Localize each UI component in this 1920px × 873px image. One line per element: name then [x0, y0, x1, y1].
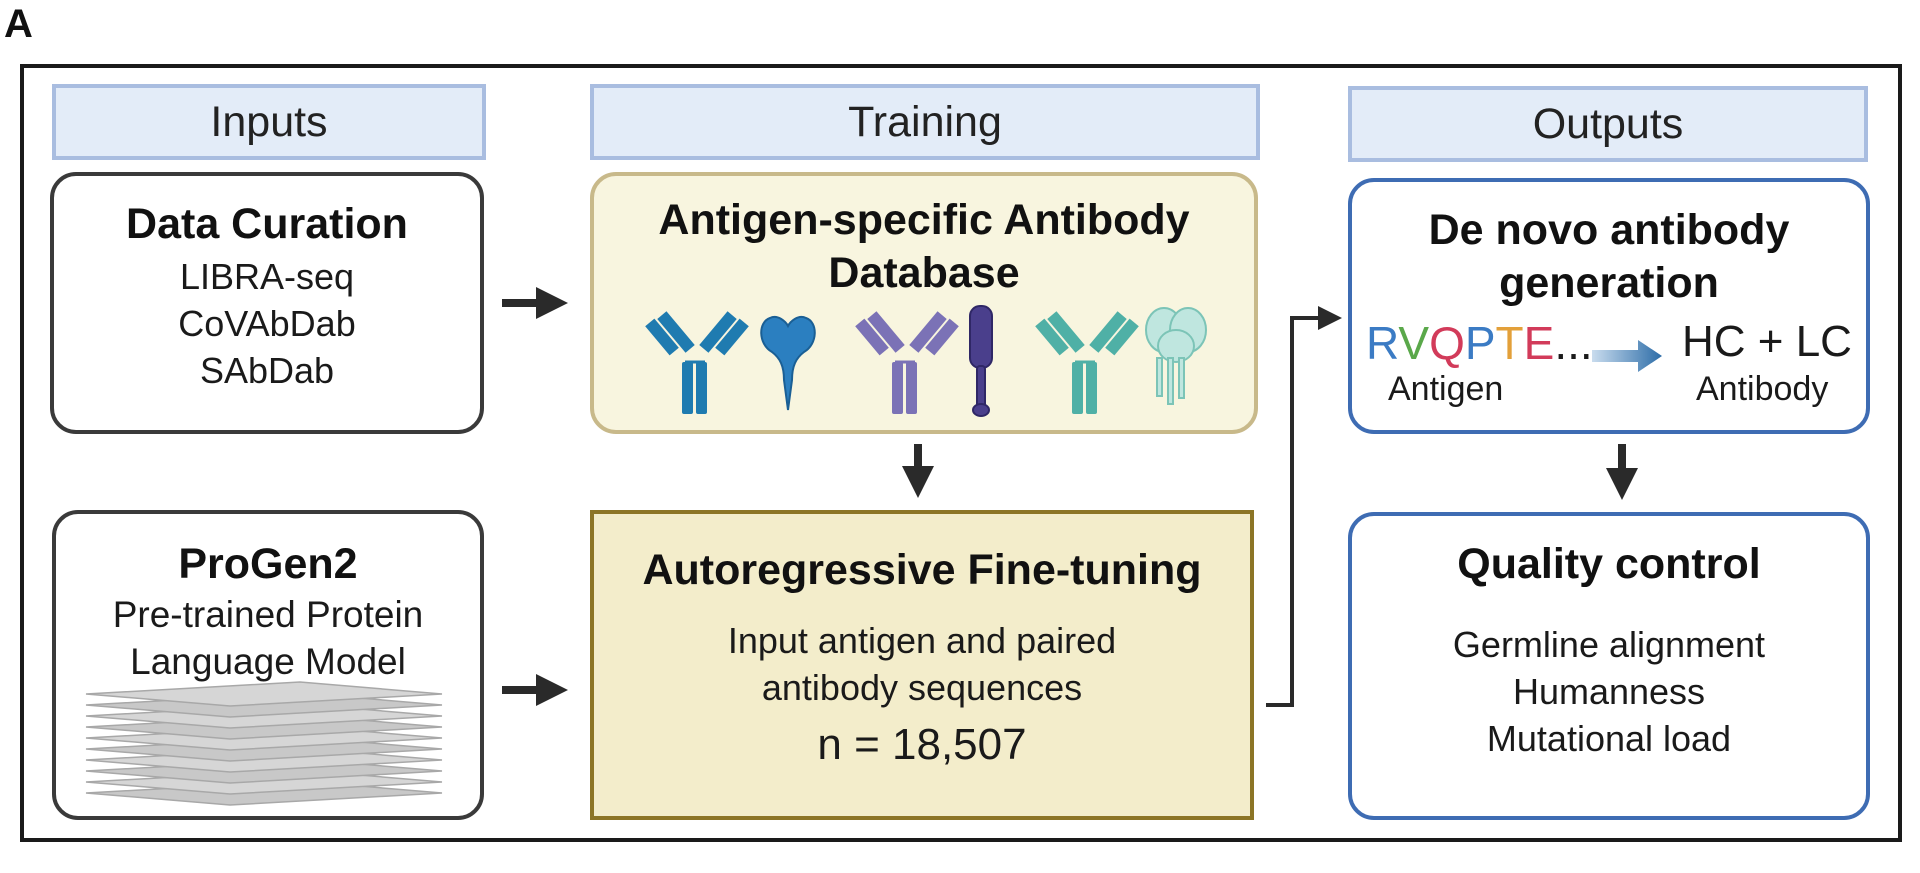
antigen-icon-blue [760, 316, 816, 411]
antibody-icon-teal [1035, 311, 1139, 414]
data-source-sabdab: SAbDab [199, 350, 335, 391]
model-layer [85, 681, 443, 707]
antigen-database-title-2: Database [828, 249, 1020, 297]
progen-line2: Language Model [130, 641, 406, 682]
progen-title: ProGen2 [178, 540, 358, 588]
antigen-sequence: RVQPTE... [1366, 316, 1593, 370]
training-header: Training [590, 84, 1260, 160]
denovo-title-1: De novo antibody [1428, 206, 1790, 254]
sequence-residue: T [1495, 317, 1524, 369]
outputs-header: Outputs [1348, 86, 1868, 162]
qc-germline: Germline alignment [1452, 624, 1766, 665]
antibody-label: Antibody [1696, 370, 1829, 408]
antigen-icon-teal [1145, 307, 1207, 405]
antibody-icon-blue [645, 311, 749, 414]
quality-control-box: Quality control Germline alignment Human… [1348, 512, 1870, 820]
diagram-frame [20, 64, 1902, 842]
panel-label: A [4, 2, 33, 46]
dataset-count: n = 18,507 [817, 720, 1027, 769]
progen-line1: Pre-trained Protein [112, 594, 424, 635]
data-curation-box: Data Curation LIBRA-seq CoVAbDab SAbDab [50, 172, 484, 434]
sequence-residue: P [1464, 317, 1496, 369]
sequence-residue: E [1523, 317, 1555, 369]
data-source-libra: LIBRA-seq [179, 256, 355, 297]
finetuning-title: Autoregressive Fine-tuning [642, 546, 1202, 594]
model-layers-icon [85, 681, 443, 806]
antigen-icon-purple [969, 305, 993, 417]
antigen-label: Antigen [1388, 370, 1504, 408]
denovo-title-2: generation [1499, 259, 1719, 307]
qc-mutational-load: Mutational load [1486, 718, 1732, 759]
sequence-residue: Q [1429, 317, 1465, 369]
data-source-covabdab: CoVAbDab [178, 303, 356, 344]
finetuning-line1: Input antigen and paired [727, 620, 1117, 661]
quality-control-title: Quality control [1457, 540, 1761, 588]
antibody-antigen-icons [645, 305, 1207, 417]
finetuning-line2: antibody sequences [761, 667, 1083, 708]
sequence-residue: R [1366, 317, 1399, 369]
data-curation-title: Data Curation [126, 200, 408, 248]
qc-humanness: Humanness [1512, 671, 1706, 712]
hc-lc-label: HC + LC [1682, 317, 1852, 366]
inputs-header: Inputs [52, 84, 486, 160]
sequence-residue: V [1398, 317, 1430, 369]
antibody-icon-purple [855, 311, 959, 414]
sequence-residue: ... [1554, 317, 1593, 369]
generation-arrow-icon [1592, 340, 1662, 372]
antigen-database-title-1: Antigen-specific Antibody [658, 196, 1190, 244]
finetuning-box: Autoregressive Fine-tuning Input antigen… [590, 510, 1254, 820]
denovo-generation-box: De novo antibody generation [1348, 178, 1870, 434]
arrow-finetuning-to-denovo [1266, 316, 1320, 707]
